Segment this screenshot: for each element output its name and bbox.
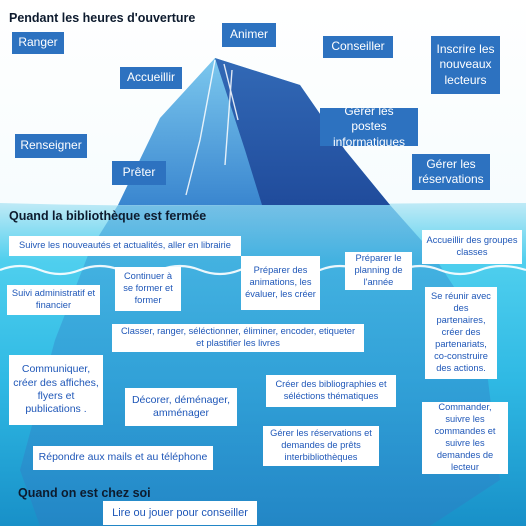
label-animer: Animer <box>222 23 276 47</box>
label-reservations: Gérer les réservations <box>412 154 490 190</box>
label-lire-jouer: Lire ou jouer pour conseiller <box>103 501 257 525</box>
label-preter: Prêter <box>112 161 166 185</box>
heading-library-closed: Quand la bibliothèque est fermée <box>9 209 207 223</box>
label-classer-ranger: Classer, ranger, séléctionner, éliminer,… <box>112 324 364 352</box>
label-mails: Répondre aux mails et au téléphone <box>33 446 213 470</box>
iceberg-highlights <box>185 59 239 196</box>
heading-opening-hours: Pendant les heures d'ouverture <box>9 11 196 25</box>
label-accueillir: Accueillir <box>120 67 182 89</box>
label-communiquer: Communiquer, créer des affiches, flyers … <box>9 355 103 425</box>
label-partenaires: Se réunir avec des partenaires, créer de… <box>425 287 497 379</box>
label-decorer: Décorer, déménager, amménager <box>125 388 237 426</box>
label-preparer-animations: Préparer des animations, les évaluer, le… <box>241 256 320 310</box>
label-renseigner: Renseigner <box>15 134 87 158</box>
label-accueil-groupes: Accueillir des groupes classes <box>422 230 522 264</box>
label-ranger: Ranger <box>12 32 64 54</box>
label-continuer-former: Continuer à se former et former <box>115 267 181 311</box>
label-inscrire-lecteurs: Inscrire les nouveaux lecteurs <box>431 36 500 94</box>
label-pret-inter: Gérer les réservations et demandes de pr… <box>263 426 379 466</box>
label-postes-informatiques: Gérer les postes informatiques <box>320 104 418 149</box>
label-bibliographies: Créer des bibliographies et séléctions t… <box>266 375 396 407</box>
iceberg-tip-shade <box>215 58 390 205</box>
label-planning: Préparer le planning de l'année <box>345 252 412 290</box>
heading-at-home: Quand on est chez soi <box>18 486 151 500</box>
label-suivi-administratif: Suivi administratif et financier <box>7 285 100 315</box>
label-conseiller: Conseiller <box>323 36 393 58</box>
label-suivre-nouveautes: Suivre les nouveautés et actualités, all… <box>9 236 241 256</box>
label-commandes: Commander, suivre les commandes et suivr… <box>422 402 508 474</box>
